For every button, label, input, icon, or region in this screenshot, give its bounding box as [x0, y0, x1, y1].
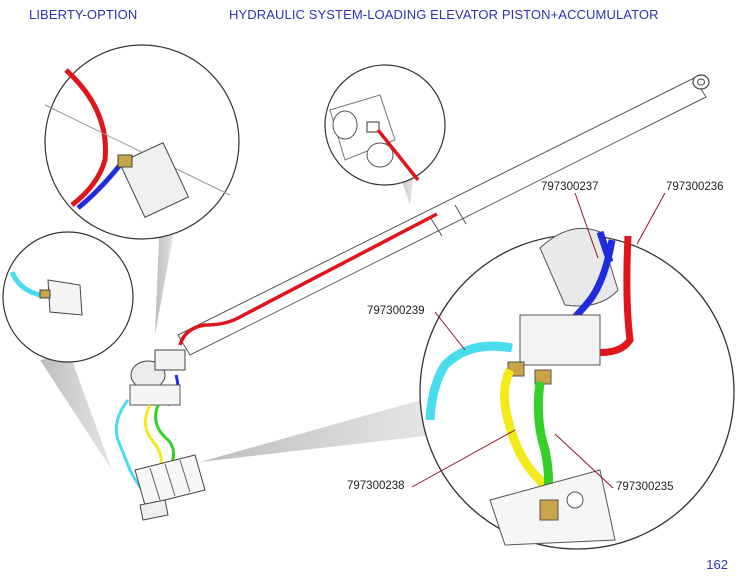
yellow-hose-small — [144, 404, 163, 471]
page-number: 162 — [706, 557, 728, 572]
valve-block-small — [134, 454, 206, 521]
callout-797300236: 797300236 — [666, 181, 724, 193]
leader-lines — [411, 192, 666, 489]
magnifier-cone-upper-left — [155, 215, 175, 335]
green-hose-small — [154, 404, 175, 469]
elevator-cylinder — [177, 74, 710, 356]
magnifier-cone-left — [40, 355, 112, 470]
red-hose-main — [178, 212, 438, 346]
callout-797300239: 797300239 — [367, 305, 425, 317]
accumulator-small — [129, 349, 186, 406]
detail-circle-upper-left — [44, 44, 240, 240]
callout-797300238: 797300238 — [347, 480, 405, 492]
header-left-title: LIBERTY-OPTION — [29, 7, 138, 22]
detail-circle-left — [2, 231, 134, 363]
callout-797300235: 797300235 — [616, 481, 674, 493]
magnifier-cone-right — [200, 398, 433, 462]
callout-797300237: 797300237 — [541, 181, 599, 193]
header-right-title: HYDRAULIC SYSTEM-LOADING ELEVATOR PISTON… — [229, 7, 659, 22]
detail-circle-top — [324, 64, 446, 186]
detail-circle-right — [419, 227, 735, 550]
